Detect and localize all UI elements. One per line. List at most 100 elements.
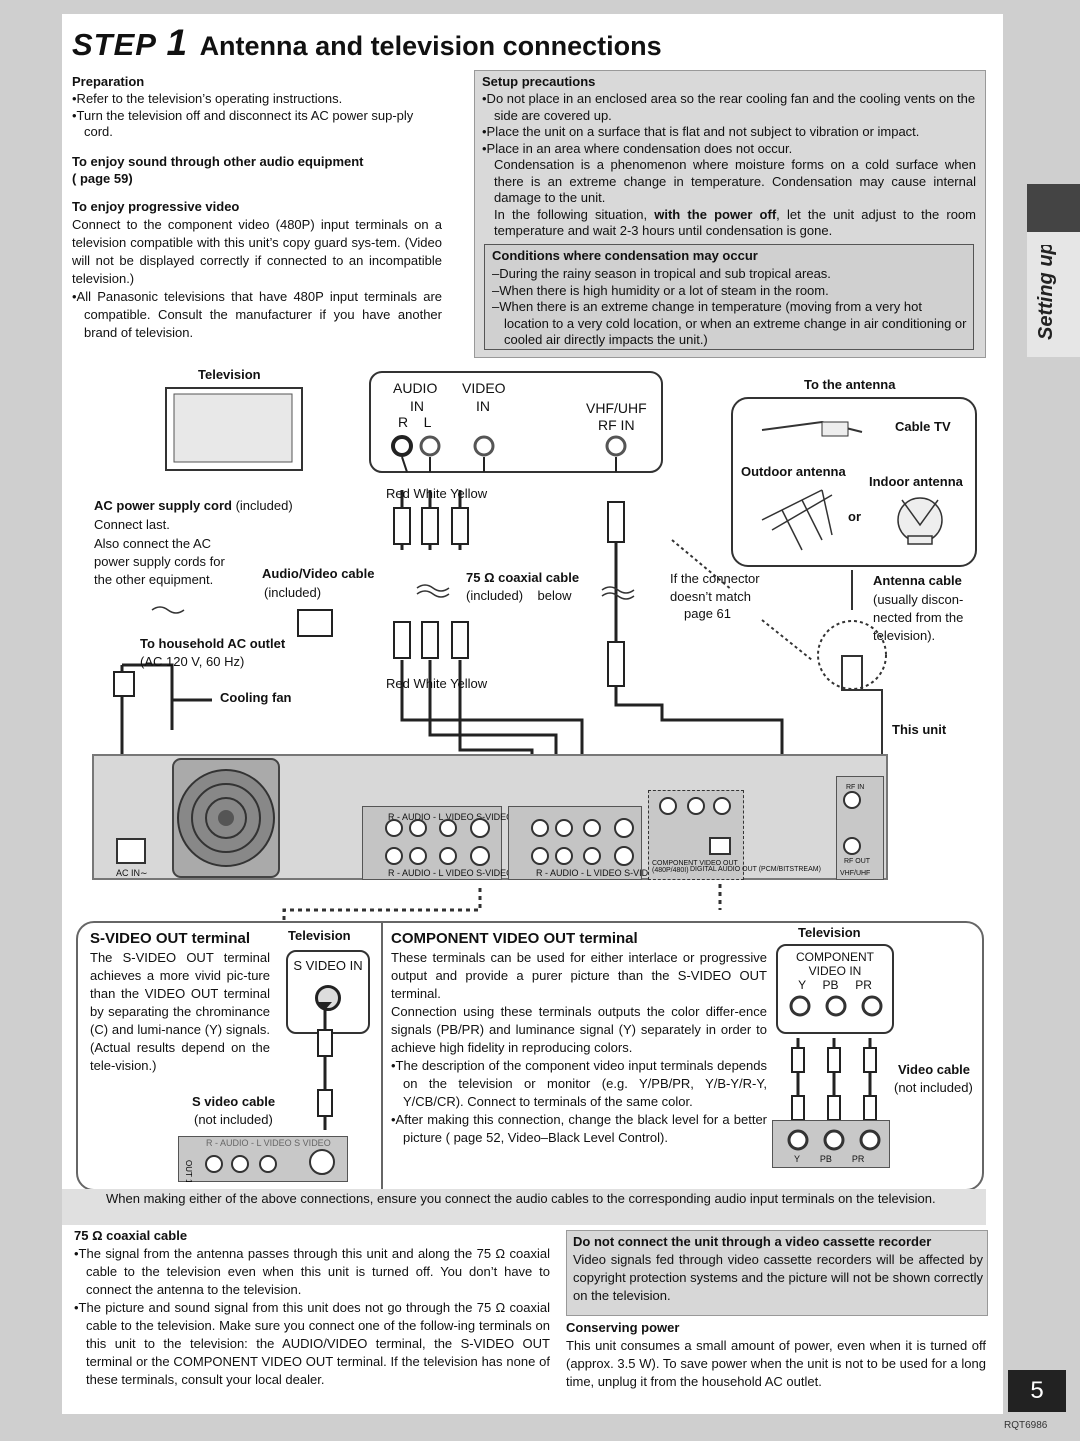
vhf-label: VHF/UHF bbox=[586, 400, 647, 416]
rf-out-small: RF OUT bbox=[844, 858, 871, 865]
household-outlet-label: To household AC outlet bbox=[140, 636, 286, 651]
preparation-section: Preparation •Refer to the television’s o… bbox=[72, 74, 442, 342]
audio-label: AUDIO bbox=[393, 380, 438, 396]
component-in-bubble: COMPONENT VIDEO IN Y PB PR bbox=[776, 944, 894, 1034]
vcr-warning-text: Video signals fed through video cassette… bbox=[573, 1252, 983, 1303]
video-cable-label: Video cable bbox=[898, 1062, 971, 1077]
or-label: or bbox=[848, 509, 861, 524]
audio-l-jack bbox=[419, 435, 441, 457]
svideo-text: The S-VIDEO OUT terminal achieves a more… bbox=[90, 950, 270, 1073]
note-bar-text: When making either of the above connecti… bbox=[106, 1191, 936, 1206]
connect-last: Connect last. bbox=[94, 517, 170, 532]
component-jacks-icon bbox=[789, 995, 883, 1017]
power-text: This unit consumes a small amount of pow… bbox=[566, 1338, 986, 1389]
svg-text:OUT 1: OUT 1 bbox=[184, 1160, 193, 1182]
television-screen bbox=[173, 393, 293, 463]
preparation-heading: Preparation bbox=[72, 74, 145, 89]
out-terminals[interactable] bbox=[508, 806, 642, 880]
component-out-label: COMPONENT VIDEO OUT (480P/480I) bbox=[652, 860, 738, 874]
preparation-item: •Refer to the television’s operating ins… bbox=[72, 91, 343, 106]
coax-heading: 75 Ω coaxial cable bbox=[74, 1228, 188, 1243]
video-in-label: IN bbox=[476, 398, 490, 414]
side-tab-label: Setting up bbox=[1035, 245, 1057, 340]
page-title: STEP 1 Antenna and television connection… bbox=[72, 22, 662, 64]
antenna-note: (usually discon-nected from the televisi… bbox=[873, 592, 964, 643]
ac-spec-label: (AC 120 V, 60 Hz) bbox=[140, 654, 245, 669]
component-bottom-labels: Y PB PR bbox=[794, 1154, 865, 1164]
condition-item: –When there is an extreme change in temp… bbox=[492, 299, 967, 347]
preparation-item: •Turn the television off and disconnect … bbox=[72, 107, 414, 140]
indoor-antenna-icon bbox=[897, 497, 943, 545]
cooling-fan-icon bbox=[172, 758, 280, 878]
component-television-label: Television bbox=[798, 925, 861, 940]
television-label: Television bbox=[198, 367, 261, 382]
tv-terminal-bubble bbox=[369, 371, 663, 473]
rf-in-label: RF IN bbox=[598, 417, 635, 433]
callout-lines bbox=[282, 884, 722, 920]
component-text-block: These terminals can be used for either i… bbox=[391, 949, 767, 1147]
svideo-title: S-VIDEO OUT terminal bbox=[90, 930, 251, 947]
power-heading: Conserving power bbox=[566, 1320, 680, 1335]
condition-item: –When there is high humidity or a lot of… bbox=[492, 282, 829, 298]
power-section: Conserving power This unit consumes a sm… bbox=[566, 1320, 986, 1391]
cable-tv-label: Cable TV bbox=[895, 419, 951, 434]
to-antenna-label: To the antenna bbox=[804, 377, 896, 392]
vcr-warning: Do not connect the unit through a video … bbox=[573, 1234, 983, 1305]
component-out-jacks bbox=[787, 1129, 881, 1151]
box-divider bbox=[381, 922, 383, 1190]
also-connect: Also connect the AC power supply cords f… bbox=[94, 536, 225, 587]
component-bullet: •The description of the component video … bbox=[391, 1058, 767, 1109]
out2-row-label: R - AUDIO - L VIDEO S-VIDEO bbox=[536, 868, 662, 878]
condition-item: –During the rainy season in tropical and… bbox=[492, 266, 831, 281]
progressive-bullet: •All Panasonic televisions that have 480… bbox=[72, 288, 442, 340]
title-text: Antenna and television connections bbox=[199, 31, 662, 61]
svideo-cable-label: S video cable bbox=[192, 1094, 276, 1109]
audio-equipment-heading: To enjoy sound through other audio equip… bbox=[72, 153, 364, 186]
connection-diagram bbox=[113, 371, 977, 808]
outdoor-antenna-icon bbox=[761, 489, 833, 551]
setup-bullet: •Place the unit on a surface that is fla… bbox=[482, 124, 920, 139]
page-number: 5 bbox=[1008, 1370, 1066, 1412]
connector-note: If the connector doesn’t match bbox=[670, 571, 760, 604]
svideo-television-label: Television bbox=[288, 928, 351, 943]
svideo-out-jacks: OUT 1 bbox=[184, 1149, 335, 1182]
av-included-label: (included) bbox=[264, 585, 322, 600]
cable-tv-box bbox=[821, 421, 849, 437]
note-bar bbox=[62, 1189, 986, 1225]
ac-in-label: AC IN∼ bbox=[116, 868, 148, 878]
audio-in-label: IN bbox=[410, 398, 424, 414]
component-in-label: COMPONENT bbox=[796, 950, 874, 964]
step-number: 1 bbox=[166, 22, 188, 63]
audio-r-jack bbox=[391, 435, 413, 457]
svideo-not-included: (not included) bbox=[194, 1112, 273, 1127]
setup-heading: Setup precautions bbox=[482, 74, 596, 89]
rf-in-small: RF IN bbox=[846, 784, 865, 791]
side-tab-dark bbox=[1027, 184, 1080, 232]
conditions-section: Conditions where condensation may occur … bbox=[492, 248, 968, 349]
svideo-panel-label: R - AUDIO - L VIDEO S VIDEO bbox=[206, 1138, 331, 1148]
antenna-cable-label: Antenna cable bbox=[873, 573, 962, 588]
coax-included-label: (included) below bbox=[466, 588, 572, 603]
ac-in-socket bbox=[116, 838, 146, 864]
digital-audio-label: DIGITAL AUDIO OUT (PCM/BITSTREAM) bbox=[690, 866, 821, 873]
setup-bullet: •Do not place in an enclosed area so the… bbox=[482, 91, 976, 123]
conditions-heading: Conditions where condensation may occur bbox=[492, 248, 758, 263]
coax-bullet: •The picture and sound signal from this … bbox=[74, 1300, 550, 1387]
page61-ref: page 61 bbox=[684, 606, 731, 621]
video-label: VIDEO bbox=[462, 380, 506, 396]
rf-terminals[interactable] bbox=[836, 776, 884, 880]
condensation-text: Condensation is a phenomenon where moist… bbox=[494, 157, 976, 205]
component-text2: Connection using these terminals outputs… bbox=[391, 1004, 767, 1055]
conditions-box bbox=[484, 244, 974, 350]
rf-in-jack bbox=[605, 435, 627, 457]
step-word: STEP bbox=[72, 27, 157, 62]
svideo-in-label: S VIDEO IN bbox=[293, 958, 363, 973]
video-jack bbox=[473, 435, 495, 457]
side-tab-light bbox=[1027, 232, 1080, 357]
setup-bullet: •Place in an area where condensation doe… bbox=[482, 140, 793, 156]
setup-precautions: Setup precautions •Do not place in an en… bbox=[482, 74, 976, 240]
rl-label: R L bbox=[398, 414, 432, 430]
video-in-label: VIDEO IN bbox=[808, 964, 862, 978]
coax-section: 75 Ω coaxial cable •The signal from the … bbox=[74, 1228, 550, 1389]
coax-cable-label: 75 Ω coaxial cable bbox=[466, 570, 580, 585]
